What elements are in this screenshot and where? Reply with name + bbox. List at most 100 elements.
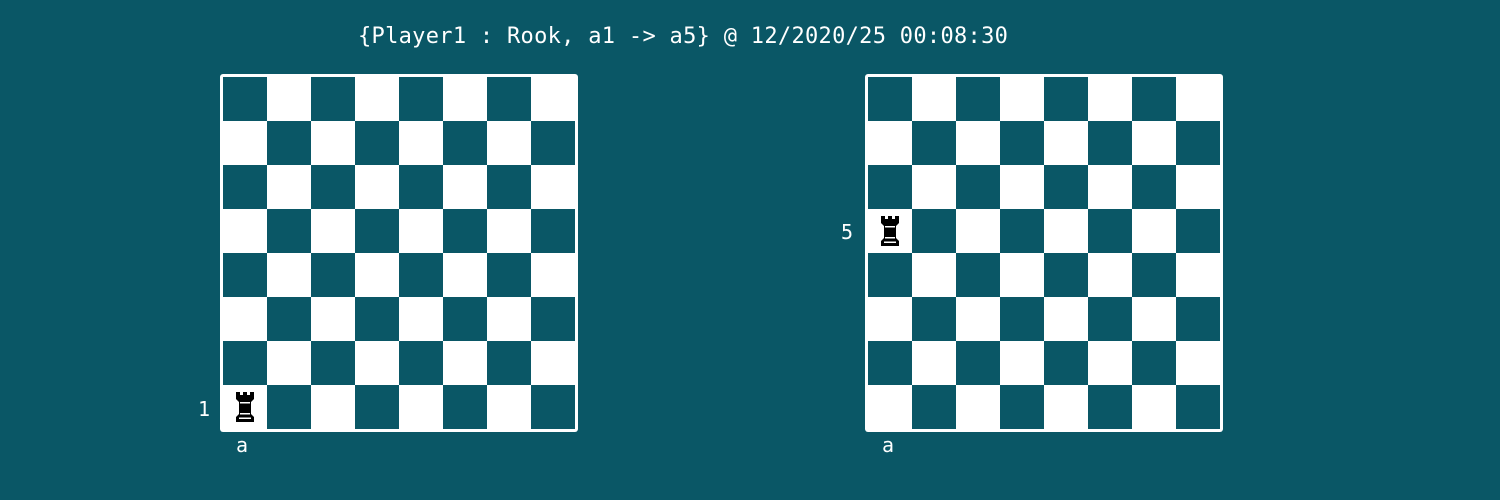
square-d7[interactable] [1000, 121, 1044, 165]
square-g5[interactable] [1132, 209, 1176, 253]
square-d2[interactable] [355, 341, 399, 385]
square-b4[interactable] [267, 253, 311, 297]
square-g2[interactable] [1132, 341, 1176, 385]
square-e2[interactable] [399, 341, 443, 385]
square-f7[interactable] [1088, 121, 1132, 165]
rook-icon[interactable] [233, 390, 257, 424]
square-f7[interactable] [443, 121, 487, 165]
square-f2[interactable] [1088, 341, 1132, 385]
square-a1[interactable] [223, 385, 267, 429]
square-f6[interactable] [443, 165, 487, 209]
square-d3[interactable] [355, 297, 399, 341]
square-h5[interactable] [531, 209, 575, 253]
square-e7[interactable] [399, 121, 443, 165]
square-g3[interactable] [487, 297, 531, 341]
square-e1[interactable] [1044, 385, 1088, 429]
square-b4[interactable] [912, 253, 956, 297]
square-e5[interactable] [399, 209, 443, 253]
square-g6[interactable] [487, 165, 531, 209]
square-c8[interactable] [311, 77, 355, 121]
square-a3[interactable] [223, 297, 267, 341]
square-f1[interactable] [443, 385, 487, 429]
square-a6[interactable] [868, 165, 912, 209]
square-g8[interactable] [487, 77, 531, 121]
rook-icon[interactable] [878, 214, 902, 248]
square-e3[interactable] [1044, 297, 1088, 341]
square-h6[interactable] [531, 165, 575, 209]
square-b8[interactable] [912, 77, 956, 121]
square-b7[interactable] [912, 121, 956, 165]
square-a8[interactable] [868, 77, 912, 121]
square-b3[interactable] [267, 297, 311, 341]
square-a4[interactable] [868, 253, 912, 297]
square-a2[interactable] [868, 341, 912, 385]
square-h7[interactable] [531, 121, 575, 165]
square-c4[interactable] [956, 253, 1000, 297]
square-e2[interactable] [1044, 341, 1088, 385]
square-c1[interactable] [956, 385, 1000, 429]
square-h1[interactable] [531, 385, 575, 429]
square-b5[interactable] [267, 209, 311, 253]
square-a5[interactable] [868, 209, 912, 253]
square-e6[interactable] [399, 165, 443, 209]
square-e8[interactable] [1044, 77, 1088, 121]
square-h3[interactable] [531, 297, 575, 341]
square-c6[interactable] [311, 165, 355, 209]
square-h8[interactable] [531, 77, 575, 121]
square-f5[interactable] [443, 209, 487, 253]
square-a2[interactable] [223, 341, 267, 385]
square-b1[interactable] [912, 385, 956, 429]
square-f3[interactable] [443, 297, 487, 341]
square-c4[interactable] [311, 253, 355, 297]
square-a5[interactable] [223, 209, 267, 253]
square-h2[interactable] [531, 341, 575, 385]
square-g4[interactable] [487, 253, 531, 297]
square-b6[interactable] [267, 165, 311, 209]
square-b1[interactable] [267, 385, 311, 429]
square-c7[interactable] [956, 121, 1000, 165]
square-d6[interactable] [355, 165, 399, 209]
square-e4[interactable] [1044, 253, 1088, 297]
square-e8[interactable] [399, 77, 443, 121]
square-f8[interactable] [443, 77, 487, 121]
square-c1[interactable] [311, 385, 355, 429]
square-b5[interactable] [912, 209, 956, 253]
square-c2[interactable] [956, 341, 1000, 385]
square-h4[interactable] [531, 253, 575, 297]
square-d8[interactable] [355, 77, 399, 121]
square-a4[interactable] [223, 253, 267, 297]
square-f5[interactable] [1088, 209, 1132, 253]
square-h2[interactable] [1176, 341, 1220, 385]
square-g4[interactable] [1132, 253, 1176, 297]
square-d5[interactable] [1000, 209, 1044, 253]
square-d4[interactable] [1000, 253, 1044, 297]
square-g3[interactable] [1132, 297, 1176, 341]
square-g7[interactable] [1132, 121, 1176, 165]
square-f8[interactable] [1088, 77, 1132, 121]
square-b7[interactable] [267, 121, 311, 165]
square-f4[interactable] [443, 253, 487, 297]
square-h8[interactable] [1176, 77, 1220, 121]
square-g8[interactable] [1132, 77, 1176, 121]
square-a6[interactable] [223, 165, 267, 209]
square-g5[interactable] [487, 209, 531, 253]
square-d4[interactable] [355, 253, 399, 297]
square-e5[interactable] [1044, 209, 1088, 253]
square-e4[interactable] [399, 253, 443, 297]
square-f6[interactable] [1088, 165, 1132, 209]
square-a7[interactable] [868, 121, 912, 165]
square-f2[interactable] [443, 341, 487, 385]
square-d7[interactable] [355, 121, 399, 165]
square-h7[interactable] [1176, 121, 1220, 165]
square-a1[interactable] [868, 385, 912, 429]
square-f4[interactable] [1088, 253, 1132, 297]
square-b8[interactable] [267, 77, 311, 121]
square-d2[interactable] [1000, 341, 1044, 385]
square-h5[interactable] [1176, 209, 1220, 253]
square-f1[interactable] [1088, 385, 1132, 429]
square-g2[interactable] [487, 341, 531, 385]
square-f3[interactable] [1088, 297, 1132, 341]
square-b6[interactable] [912, 165, 956, 209]
square-a8[interactable] [223, 77, 267, 121]
square-b2[interactable] [912, 341, 956, 385]
